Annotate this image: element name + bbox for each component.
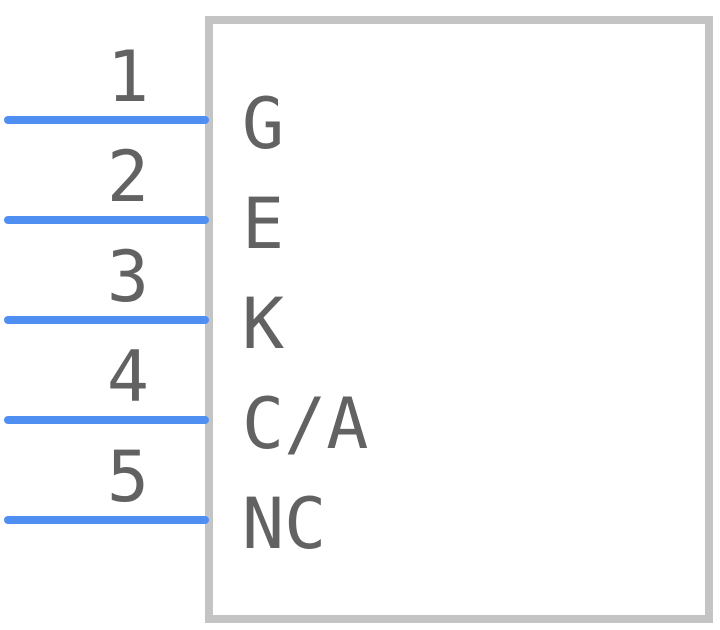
pin-4-name: C/A — [242, 383, 368, 465]
pin-1-number: 1 — [107, 36, 149, 118]
pin-4-number: 4 — [107, 336, 149, 418]
pin-5-name: NC — [242, 483, 326, 565]
pin-3-name: K — [242, 283, 284, 365]
pin-2-name: E — [242, 183, 284, 265]
pin-1-name: G — [242, 83, 284, 165]
pin-3-number: 3 — [107, 236, 149, 318]
pin-list: 1G 2E 3K 4C/A 5NC — [4, 36, 368, 565]
component-body-outline — [205, 16, 713, 623]
pin-2-number: 2 — [107, 136, 149, 218]
pin-5-number: 5 — [107, 436, 149, 518]
